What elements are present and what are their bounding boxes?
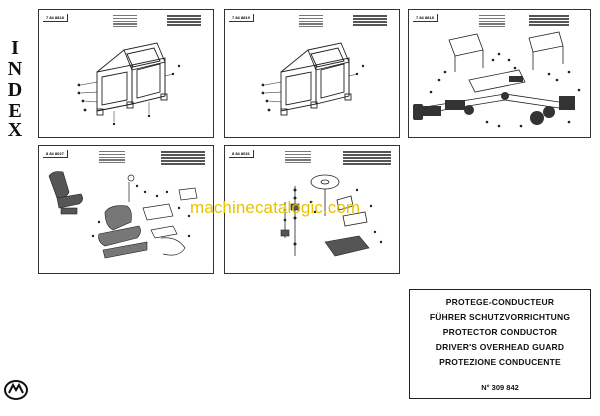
title-line-it: PROTEZIONE CONDUCENTE <box>439 357 561 367</box>
panel-header-lines <box>113 15 137 29</box>
catalog-thumbnail-5[interactable]: 8 84 8031 · <box>224 145 400 274</box>
panel-header-refs <box>353 15 387 27</box>
steering-exploded-drawing <box>280 174 383 257</box>
title-block: PROTEGE-CONDUCTEUR FÜHRER SCHUTZVORRICHT… <box>409 289 591 399</box>
page-mark: · <box>394 267 395 271</box>
index-letter-d: D <box>7 79 23 101</box>
index-letter-n: N <box>7 58 23 80</box>
panel-header-lines <box>479 15 505 29</box>
index-letter-e: E <box>8 100 22 122</box>
reference-number: N° 309 842 <box>481 383 519 392</box>
panel-header-refs <box>343 151 391 166</box>
page-mark: · <box>394 131 395 135</box>
title-line-de: FÜHRER SCHUTZVORRICHTUNG <box>429 312 571 322</box>
catalog-thumbnail-1[interactable]: 7 84 8818 · <box>38 9 214 138</box>
title-line-es: PROTECTOR CONDUCTOR <box>442 327 558 337</box>
panel-code: 8 84 8031 <box>229 150 254 158</box>
manitou-logo-icon <box>3 379 29 406</box>
panel-header-lines <box>299 15 323 29</box>
panel-code: 7 84 8819 <box>229 14 254 22</box>
axle-exploded-drawing <box>413 31 581 128</box>
panel-header-lines <box>99 151 125 165</box>
panel-header-lines <box>285 151 311 165</box>
panel-code: 8 84 8027 <box>43 150 68 158</box>
catalog-thumbnail-3[interactable]: 7 84 8818 · <box>408 9 591 138</box>
panel-code: 7 84 8818 <box>43 14 68 22</box>
panel-code: 7 84 8818 <box>413 14 438 22</box>
panel-header-refs <box>161 151 205 166</box>
page-mark: · <box>585 131 586 135</box>
index-letter-i: I <box>11 37 19 59</box>
index-letter-x: X <box>7 119 23 141</box>
guard-frame-drawing <box>261 42 365 116</box>
panel-header-refs <box>167 15 201 27</box>
page-mark: · <box>208 131 209 135</box>
title-line-fr: PROTEGE-CONDUCTEUR <box>445 297 555 307</box>
seat-exploded-drawing <box>48 171 198 259</box>
watermark-text: machinecatalogic.com <box>190 198 361 217</box>
page-mark: · <box>208 267 209 271</box>
title-line-en: DRIVER'S OVERHEAD GUARD <box>435 342 565 352</box>
panel-header-refs <box>529 15 569 27</box>
catalog-thumbnail-4[interactable]: 8 84 8027 · <box>38 145 214 274</box>
guard-frame-drawing <box>77 42 181 126</box>
catalog-thumbnail-2[interactable]: 7 84 8819 · <box>224 9 400 138</box>
